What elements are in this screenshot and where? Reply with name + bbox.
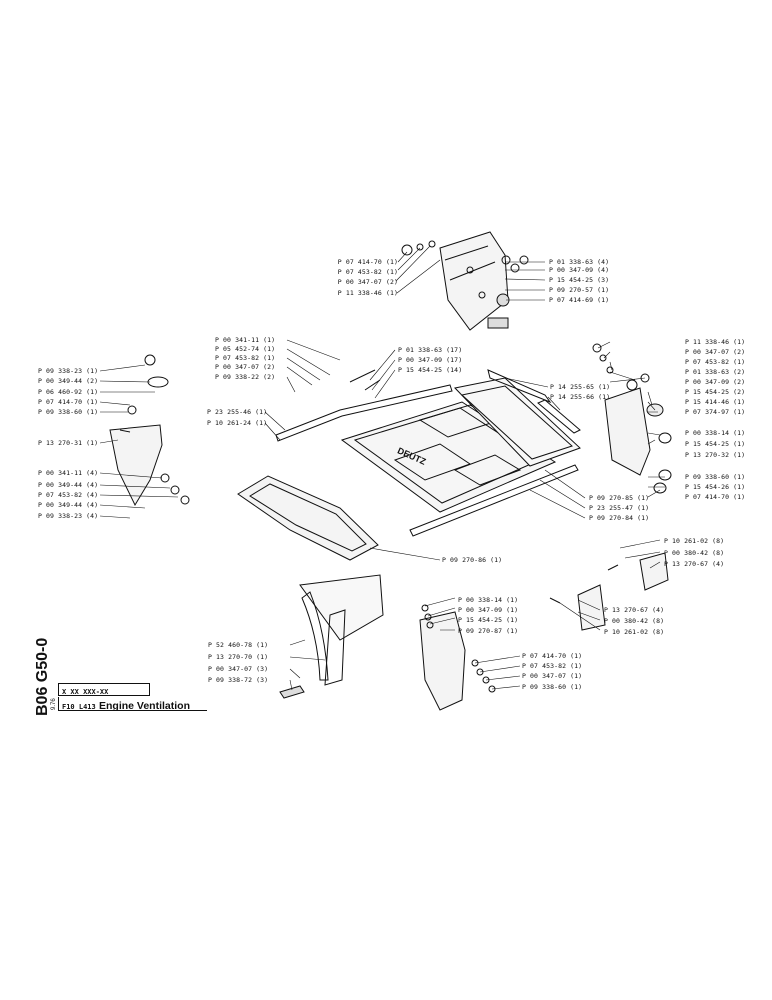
label-p2325546: P 23 255-46 (1) (207, 408, 268, 416)
label-p1545425-2: P 15 454-25 (2) (685, 388, 746, 396)
label-p0034707-3: P 00 347-07 (3) (208, 665, 269, 673)
label-p1026102-b: P 10 261-02 (8) (604, 628, 665, 636)
label-p0745382-right: P 07 453-82 (1) (685, 358, 746, 366)
top-bracket (401, 231, 529, 331)
diagram-title: Engine Ventilation (99, 700, 191, 712)
label-p1545425-3: P 15 454-25 (3) (549, 276, 610, 284)
label-p1327067-b: P 13 270-67 (4) (604, 606, 665, 614)
label-p0927087: P 09 270-87 (1) (458, 627, 519, 635)
label-p1133846-right: P 11 338-46 (1) (685, 338, 746, 346)
label-p1425566: P 14 255-66 (1) (550, 393, 611, 401)
label-p0646092: P 06 460-92 (1) (38, 388, 99, 396)
label-p0745382-mid: P 07 453-82 (1) (215, 354, 276, 362)
label-p0034707-top: P 00 347-07 (2) (337, 278, 398, 286)
label-p0034111: P 00 341-11 (1) (215, 336, 276, 344)
label-p0034709-2: P 00 347-09 (2) (685, 378, 746, 386)
label-p0034707-low: P 00 347-07 (1) (522, 672, 583, 680)
label-p0034944-4a: P 00 349-44 (4) (38, 481, 99, 489)
label-p0034111-4: P 00 341-11 (4) (38, 469, 99, 477)
label-p1133846-top: P 11 338-46 (1) (337, 289, 398, 297)
label-p0927085: P 09 270-85 (1) (589, 494, 650, 502)
lower-left-housing (237, 475, 379, 561)
label-p1545425-right: P 15 454-25 (1) (685, 440, 746, 448)
label-p0033814-low: P 00 338-14 (1) (458, 596, 519, 604)
label-p0133863-2: P 01 338-63 (2) (685, 368, 746, 376)
label-p0741470-right: P 07 414-70 (1) (685, 493, 746, 501)
label-p0927057: P 09 270-57 (1) (549, 286, 610, 294)
label-p1541446: P 15 414-46 (1) (685, 398, 746, 406)
label-p1545426: P 15 454-26 (1) (685, 483, 746, 491)
title-code-box (58, 683, 150, 696)
label-p0933860-low: P 09 338-60 (1) (522, 683, 583, 691)
label-p1026102-a: P 10 261-02 (8) (664, 537, 725, 545)
label-p1425565: P 14 255-65 (1) (550, 383, 611, 391)
label-p0034709-low: P 00 347-09 (1) (458, 606, 519, 614)
label-p0741470-left: P 07 414-70 (1) (38, 398, 99, 406)
label-p0033814-right: P 00 338-14 (1) (685, 429, 746, 437)
label-p0038042-a: P 00 380-42 (8) (664, 549, 725, 557)
label-p0034944-4b: P 00 349-44 (4) (38, 501, 99, 509)
title-ref: F10 L413 (62, 703, 96, 711)
label-p0745382-4: P 07 453-82 (4) (38, 491, 99, 499)
lower-support (279, 574, 384, 699)
label-p5246078: P 52 460-78 (1) (208, 641, 269, 649)
label-p0933822: P 09 338-22 (2) (215, 373, 276, 381)
side-date: 9.76 (51, 698, 57, 710)
label-p0745382-top: P 07 453-82 (1) (337, 268, 398, 276)
label-p0933823-4: P 09 338-23 (4) (38, 512, 99, 520)
label-p1327032: P 13 270-32 (1) (685, 451, 746, 459)
label-p0927086: P 09 270-86 (1) (442, 556, 503, 564)
label-p0933860-right: P 09 338-60 (1) (685, 473, 746, 481)
label-p0933860-left: P 09 338-60 (1) (38, 408, 99, 416)
label-p2325547: P 23 255-47 (1) (589, 504, 650, 512)
label-p0927084: P 09 270-84 (1) (589, 514, 650, 522)
leader-lines (99, 245, 665, 691)
lower-center-duct (419, 604, 496, 711)
label-p0034707-right: P 00 347-07 (2) (685, 348, 746, 356)
title-line (58, 697, 207, 711)
label-p0034944-left: P 00 349-44 (2) (38, 377, 99, 385)
label-p0737497: P 07 374-97 (1) (685, 408, 746, 416)
label-p0133863-4: P 01 338-63 (4) (549, 258, 610, 266)
title-code: X XX XXX-XX (62, 688, 109, 696)
label-p0034709-17: P 00 347-09 (17) (398, 356, 463, 364)
label-p0933823-left: P 09 338-23 (1) (38, 367, 99, 375)
label-p1026124: P 10 261-24 (1) (207, 419, 268, 427)
right-side-cover (592, 343, 672, 494)
label-p0745382-low: P 07 453-82 (1) (522, 662, 583, 670)
label-p1327031: P 13 270-31 (1) (38, 439, 99, 447)
label-p0545274: P 05 452-74 (1) (215, 345, 276, 353)
label-p0133863-17: P 01 338-63 (17) (398, 346, 463, 354)
label-p0034709-4: P 00 347-09 (4) (549, 266, 610, 274)
label-p1545425-low: P 15 454-25 (1) (458, 616, 519, 624)
label-p1327067-a: P 13 270-67 (4) (664, 560, 725, 568)
label-p0741470-low: P 07 414-70 (1) (522, 652, 583, 660)
side-code: B06 G50-0 (34, 637, 51, 716)
left-bracket (109, 354, 190, 507)
side-rails (275, 369, 579, 537)
label-p0741470-top: P 07 414-70 (1) (337, 258, 398, 266)
label-p0741469: P 07 414-69 (1) (549, 296, 610, 304)
label-p0933872: P 09 338-72 (3) (208, 676, 269, 684)
right-cover (454, 369, 581, 467)
label-p1545425-14: P 15 454-25 (14) (398, 366, 463, 374)
label-p0034707-mid: P 00 347-07 (2) (215, 363, 276, 371)
label-p0038042-b: P 00 380-42 (8) (604, 617, 665, 625)
clip-parts (549, 552, 669, 631)
label-p1327070: P 13 270-70 (1) (208, 653, 269, 661)
